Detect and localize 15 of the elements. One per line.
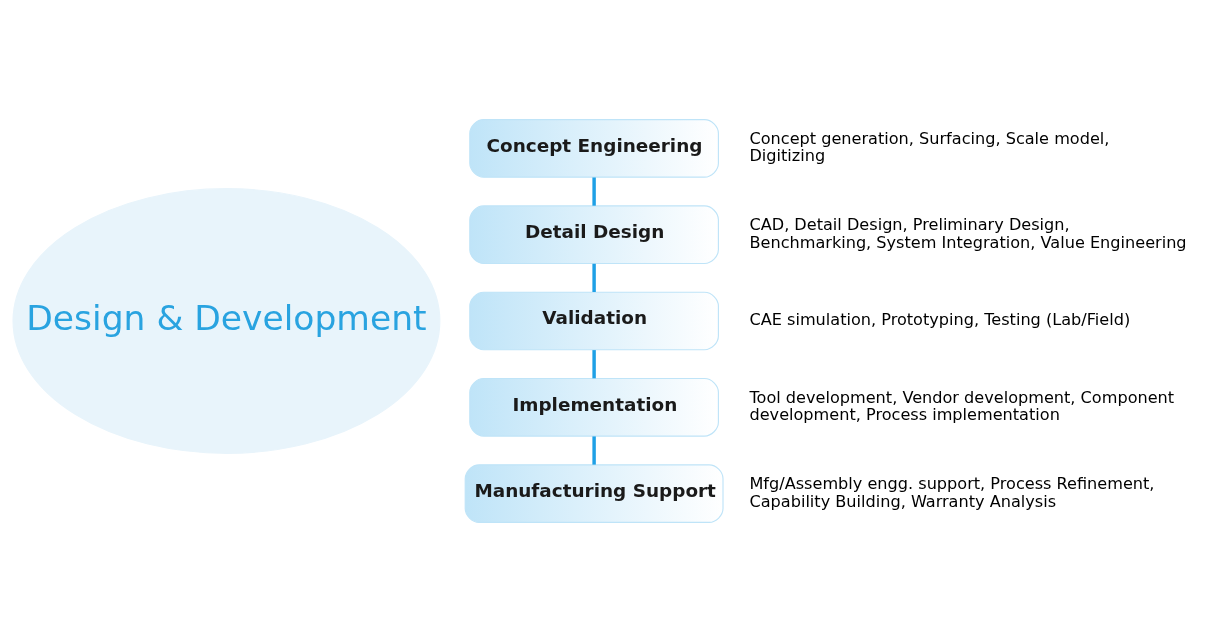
node-box: Implementation: [469, 377, 719, 437]
node-ellipse: Design & Development: [12, 187, 441, 454]
node-box: Validation: [469, 291, 719, 350]
connector: [592, 263, 596, 292]
node-label: CAE simulation, Prototyping, Testing (Lab/Field): [749, 309, 1131, 329]
node-box: Concept Engineering: [469, 118, 719, 178]
connector: [592, 349, 596, 378]
node-box: Manufacturing Support: [464, 463, 724, 523]
node-label: Mfg/Assembly engg. support, Process Refinement, Capability Building, Warranty Analysis: [749, 473, 1155, 511]
connector: [592, 435, 596, 465]
connector: [592, 177, 596, 206]
node-box: Detail Design: [469, 204, 719, 264]
node-label: Tool development, Vendor development, Component development, Process implementation: [749, 387, 1175, 424]
node-label: Concept generation, Surfacing, Scale model, Digitizing: [749, 128, 1110, 165]
node-label: CAD, Detail Design, Preliminary Design, Benchmarking, System Integration, Value Engineering: [749, 214, 1187, 252]
